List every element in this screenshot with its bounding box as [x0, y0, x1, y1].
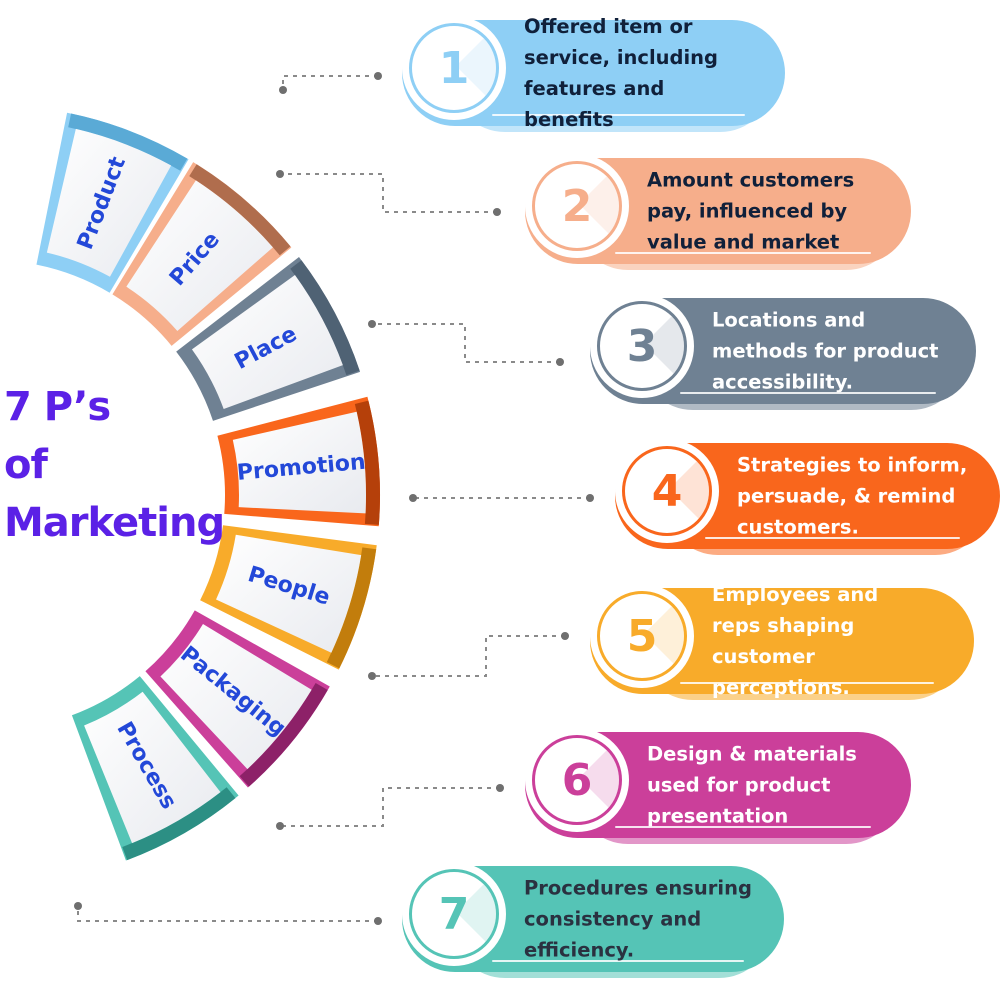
- connector-dot: [374, 917, 382, 925]
- card-description: Offered item or service, including featu…: [524, 15, 719, 131]
- connector-dot: [561, 632, 569, 640]
- card-underline: [680, 682, 934, 684]
- segment-packaging: Packaging: [145, 610, 330, 788]
- segment-panel: [46, 128, 172, 277]
- segment-panel: [232, 411, 367, 514]
- segment-edge: [326, 547, 377, 669]
- segment-panel: [160, 623, 312, 770]
- segment-panel: [126, 180, 273, 331]
- segment-product: Product: [36, 112, 189, 293]
- card-description: Amount customers pay, influenced by valu…: [647, 168, 855, 254]
- number-ring: [532, 735, 622, 825]
- title-line-3: Marketing: [4, 500, 225, 546]
- card-underline: [492, 114, 745, 116]
- card-underline: [680, 392, 936, 394]
- segment-panel: [216, 534, 362, 653]
- title-line-1: 7 P’s: [4, 384, 111, 430]
- number-ring: [532, 161, 622, 251]
- card-description: Employees and reps shaping customer perc…: [712, 583, 879, 699]
- connector-dot: [556, 358, 564, 366]
- segment-panel: [191, 275, 343, 410]
- connector-dot: [368, 320, 376, 328]
- connector-dot: [368, 672, 376, 680]
- card-3: Locations and methods for product access…: [590, 294, 976, 410]
- number-badge: 7: [402, 862, 506, 966]
- connector-dot: [496, 784, 504, 792]
- number-ring: [409, 869, 499, 959]
- connector-dot: [586, 494, 594, 502]
- segment-promotion: Promotion: [217, 396, 381, 527]
- segment-panel: [84, 691, 221, 844]
- connector-line-5: [372, 635, 565, 677]
- connector-line-2: [280, 173, 497, 213]
- card-4: Strategies to inform, persuade, & remind…: [615, 439, 1000, 555]
- connector-dot: [74, 902, 82, 910]
- card-7: Procedures ensuring consistency and effi…: [402, 862, 784, 978]
- number-ring: [409, 23, 499, 113]
- card-number: 6: [561, 754, 593, 806]
- card-description: Locations and methods for product access…: [712, 308, 939, 394]
- card-underline: [492, 960, 744, 962]
- card-2: Amount customers pay, influenced by valu…: [525, 154, 911, 270]
- card-number: 1: [438, 42, 470, 94]
- card-underline: [615, 826, 871, 828]
- card-description: Strategies to inform, persuade, & remind…: [737, 453, 968, 539]
- card-description: Procedures ensuring consistency and effi…: [524, 876, 752, 962]
- segment-edge: [122, 787, 236, 861]
- number-ring: [622, 446, 712, 536]
- connector-dot: [409, 494, 417, 502]
- segment-edge: [189, 164, 291, 256]
- card-underline: [705, 537, 960, 539]
- connector-dot: [276, 822, 284, 830]
- segment-edge: [354, 400, 380, 525]
- segment-edge: [290, 260, 360, 376]
- card-underline: [615, 252, 871, 254]
- segment-edge: [239, 683, 328, 787]
- number-badge: 5: [590, 584, 694, 688]
- segment-people: People: [200, 525, 377, 670]
- number-badge: 2: [525, 154, 629, 258]
- card-description: Design & materials used for product pres…: [647, 742, 857, 828]
- number-badge: 4: [615, 439, 719, 543]
- segment-edge: [68, 113, 188, 171]
- segment-place: Place: [176, 257, 361, 421]
- number-ring: [597, 301, 687, 391]
- card-5: Employees and reps shaping customer perc…: [590, 583, 974, 700]
- connector-dot: [374, 72, 382, 80]
- number-badge: 3: [590, 294, 694, 398]
- segment-process: Process: [71, 676, 239, 861]
- number-badge: 6: [525, 728, 629, 832]
- card-number: 3: [626, 320, 658, 372]
- card-number: 5: [626, 610, 658, 662]
- connector-line-3: [372, 323, 560, 363]
- connector-dot: [276, 170, 284, 178]
- connector-dot: [493, 208, 501, 216]
- infographic-title: 7 P’s of Marketing: [4, 378, 225, 552]
- number-ring: [597, 591, 687, 681]
- number-badge: 1: [402, 16, 506, 120]
- card-1: Offered item or service, including featu…: [402, 15, 785, 132]
- connector-dot: [279, 86, 287, 94]
- segment-price: Price: [112, 162, 292, 346]
- connector-line-1: [282, 75, 378, 90]
- card-number: 4: [651, 465, 683, 517]
- connector-line-7: [77, 906, 378, 922]
- card-number: 2: [561, 180, 593, 232]
- card-6: Design & materials used for product pres…: [525, 728, 911, 844]
- card-number: 7: [438, 888, 470, 940]
- title-line-2: of: [4, 442, 48, 488]
- connector-line-6: [280, 787, 500, 827]
